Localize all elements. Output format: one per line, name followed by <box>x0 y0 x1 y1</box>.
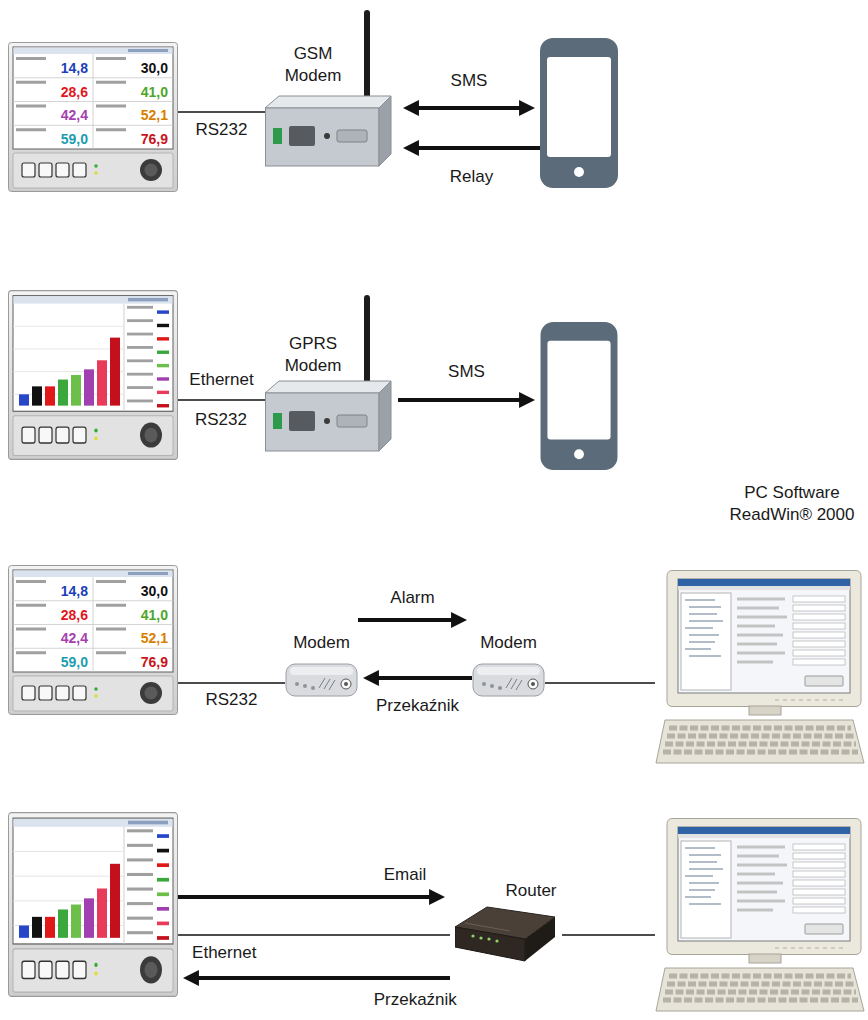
connector <box>178 111 265 113</box>
display-value: 14,8 <box>13 583 93 601</box>
connector-label: RS232 <box>193 120 251 140</box>
router-picture <box>455 907 555 961</box>
device-label: Modem <box>285 632 358 654</box>
display-value: 41,0 <box>93 607 173 625</box>
recorder-body <box>9 813 178 997</box>
display-value: 59,0 <box>13 654 93 672</box>
display-value: 28,6 <box>13 607 93 625</box>
text-area: GPRS Modem <box>275 333 351 377</box>
router: Router <box>450 875 562 982</box>
connector-label-holder: Email <box>381 865 430 885</box>
mobile-phone <box>540 38 618 188</box>
recorder-body <box>9 566 178 715</box>
connector-label-holder: Ethernet <box>186 370 256 390</box>
phone-picture <box>541 322 618 470</box>
modem: Modem <box>285 605 358 702</box>
connector-label: Relay <box>447 167 496 187</box>
modem-picture <box>265 10 391 166</box>
phone-picture <box>540 38 618 188</box>
text-area: PC Software ReadWin® 2000 <box>719 482 865 526</box>
recorder-body <box>9 43 178 192</box>
recorder-display <box>8 812 178 997</box>
modem: Modem <box>472 605 545 702</box>
connector-label-holder: RS232 <box>203 690 261 710</box>
connector-label-holder: Alarm <box>387 588 437 608</box>
display-value: 76,9 <box>93 654 173 672</box>
device-label: Router <box>500 880 562 902</box>
text-area: Modem <box>472 632 545 654</box>
recorder-screen <box>13 54 173 149</box>
connector <box>418 146 540 150</box>
connector <box>178 895 430 899</box>
connector <box>178 682 285 684</box>
pc-workstation <box>655 818 866 1013</box>
interface-label: RS232 <box>192 410 250 430</box>
connector-label: SMS <box>445 362 488 382</box>
display-value: 76,9 <box>93 131 173 149</box>
connector-label-holder: SMS <box>448 71 491 91</box>
device-label: GPRS Modem <box>275 333 351 377</box>
pc-workstation: PC Software ReadWin® 2000 <box>655 478 866 765</box>
gprs-modem: GPRS Modem <box>265 330 398 460</box>
display-value: 59,0 <box>13 131 93 149</box>
text-area: Modem <box>285 632 358 654</box>
connector-label-holder: Przekaźnik <box>373 696 462 716</box>
display-value: 30,0 <box>93 583 173 601</box>
connector-label: Email <box>381 865 430 885</box>
recorder-bar-screen <box>13 304 169 412</box>
connector <box>398 398 520 402</box>
connector <box>378 676 472 680</box>
connector-label: Ethernet <box>186 370 256 390</box>
display-value: 42,4 <box>13 630 93 648</box>
connector <box>358 618 452 622</box>
connector-label: Przekaźnik <box>373 696 462 716</box>
recorder-display: 14,830,028,641,042,452,159,076,9 <box>8 565 178 715</box>
recorder-display: 14,830,028,641,042,452,159,076,9 <box>8 42 178 192</box>
device-label: PC Software ReadWin® 2000 <box>719 482 865 526</box>
connector-label: RS232 <box>203 690 261 710</box>
connector-label-holder: Przekaźnik <box>371 990 460 1010</box>
display-value: 52,1 <box>93 630 173 648</box>
connector-label: SMS <box>448 71 491 91</box>
connector <box>418 106 520 110</box>
display-value: 52,1 <box>93 107 173 125</box>
display-value: 41,0 <box>93 84 173 102</box>
connector-label-holder: Ethernet <box>189 943 259 963</box>
modem-picture <box>286 664 357 696</box>
connector <box>178 934 450 936</box>
interface-label-holder: RS232 <box>192 410 250 430</box>
text-area: 14,830,028,641,042,452,159,076,9 <box>13 54 173 149</box>
connector-label: Przekaźnik <box>371 990 460 1010</box>
connector-label-holder: SMS <box>445 362 488 382</box>
connector-label: Ethernet <box>189 943 259 963</box>
connector-label-holder: Relay <box>447 167 496 187</box>
mobile-phone <box>540 322 618 470</box>
display-value: 30,0 <box>93 60 173 78</box>
connector <box>545 682 655 684</box>
connector-label: Alarm <box>387 588 437 608</box>
display-value: 14,8 <box>13 60 93 78</box>
connector-label-holder: RS232 <box>193 120 251 140</box>
display-value: 42,4 <box>13 107 93 125</box>
gsm-modem: GSM Modem <box>265 40 398 175</box>
device-label: Modem <box>472 632 545 654</box>
connector <box>562 934 655 936</box>
device-label: GSM Modem <box>275 43 351 87</box>
recorder-bar-screen <box>13 827 169 944</box>
recorder-screen <box>13 577 173 672</box>
text-area: GSM Modem <box>275 43 351 87</box>
recorder-body <box>9 291 178 460</box>
pc-picture <box>656 571 864 764</box>
text-area: Router <box>500 880 562 902</box>
connector <box>198 976 450 980</box>
display-value: 28,6 <box>13 84 93 102</box>
pc-picture <box>656 819 864 1012</box>
connector <box>178 399 265 401</box>
recorder-display <box>8 290 178 460</box>
modem-picture <box>265 295 391 451</box>
text-area: 14,830,028,641,042,452,159,076,9 <box>13 577 173 672</box>
modem-picture <box>473 664 544 696</box>
